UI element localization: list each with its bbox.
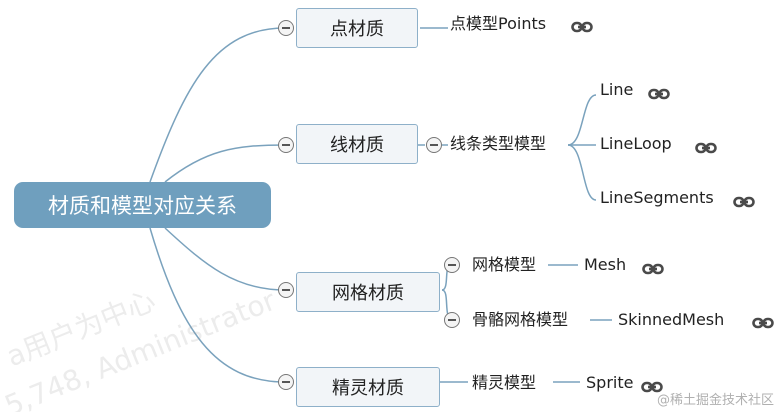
node-label: 精灵材质 bbox=[332, 378, 404, 399]
link-icon[interactable] bbox=[733, 195, 755, 209]
root-node[interactable]: 材质和模型对应关系 bbox=[14, 182, 271, 228]
node-sprite-material[interactable]: 精灵材质 bbox=[296, 367, 440, 407]
node-sprite[interactable]: Sprite bbox=[586, 373, 634, 392]
node-line-loop[interactable]: LineLoop bbox=[600, 134, 672, 153]
collapse-toggle-skinned-model[interactable] bbox=[444, 312, 460, 328]
collapse-toggle-point-material[interactable] bbox=[278, 20, 294, 36]
collapse-toggle-mesh-material[interactable] bbox=[278, 282, 294, 298]
collapse-toggle-sprite-material[interactable] bbox=[278, 374, 294, 390]
corner-watermark: @稀土掘金技术社区 bbox=[656, 393, 774, 408]
link-icon[interactable] bbox=[571, 20, 593, 34]
node-line-material[interactable]: 线材质 bbox=[296, 124, 418, 164]
node-label: 线材质 bbox=[330, 135, 384, 156]
root-label: 材质和模型对应关系 bbox=[48, 194, 237, 218]
collapse-toggle-mesh-model[interactable] bbox=[444, 257, 460, 273]
link-icon[interactable] bbox=[641, 380, 663, 394]
link-icon[interactable] bbox=[752, 316, 774, 330]
link-icon[interactable] bbox=[642, 262, 664, 276]
node-skinned-model[interactable]: 骨骼网格模型 bbox=[472, 310, 569, 329]
node-sprite-model[interactable]: 精灵模型 bbox=[472, 373, 537, 392]
node-label: 网格材质 bbox=[332, 283, 404, 304]
node-points-model[interactable]: 点模型Points bbox=[450, 14, 547, 33]
node-label: 点材质 bbox=[330, 19, 384, 40]
node-line-segments[interactable]: LineSegments bbox=[600, 188, 714, 207]
link-icon[interactable] bbox=[695, 141, 717, 155]
node-skinned-mesh[interactable]: SkinnedMesh bbox=[618, 310, 725, 329]
collapse-toggle-line-material[interactable] bbox=[278, 137, 294, 153]
node-mesh[interactable]: Mesh bbox=[584, 255, 627, 274]
node-point-material[interactable]: 点材质 bbox=[296, 8, 418, 48]
link-icon[interactable] bbox=[648, 87, 670, 101]
node-line[interactable]: Line bbox=[600, 80, 634, 99]
node-mesh-model[interactable]: 网格模型 bbox=[472, 255, 537, 274]
node-line-types-model[interactable]: 线条类型模型 bbox=[450, 134, 547, 153]
collapse-toggle-line-types[interactable] bbox=[426, 137, 442, 153]
node-mesh-material[interactable]: 网格材质 bbox=[296, 272, 440, 312]
